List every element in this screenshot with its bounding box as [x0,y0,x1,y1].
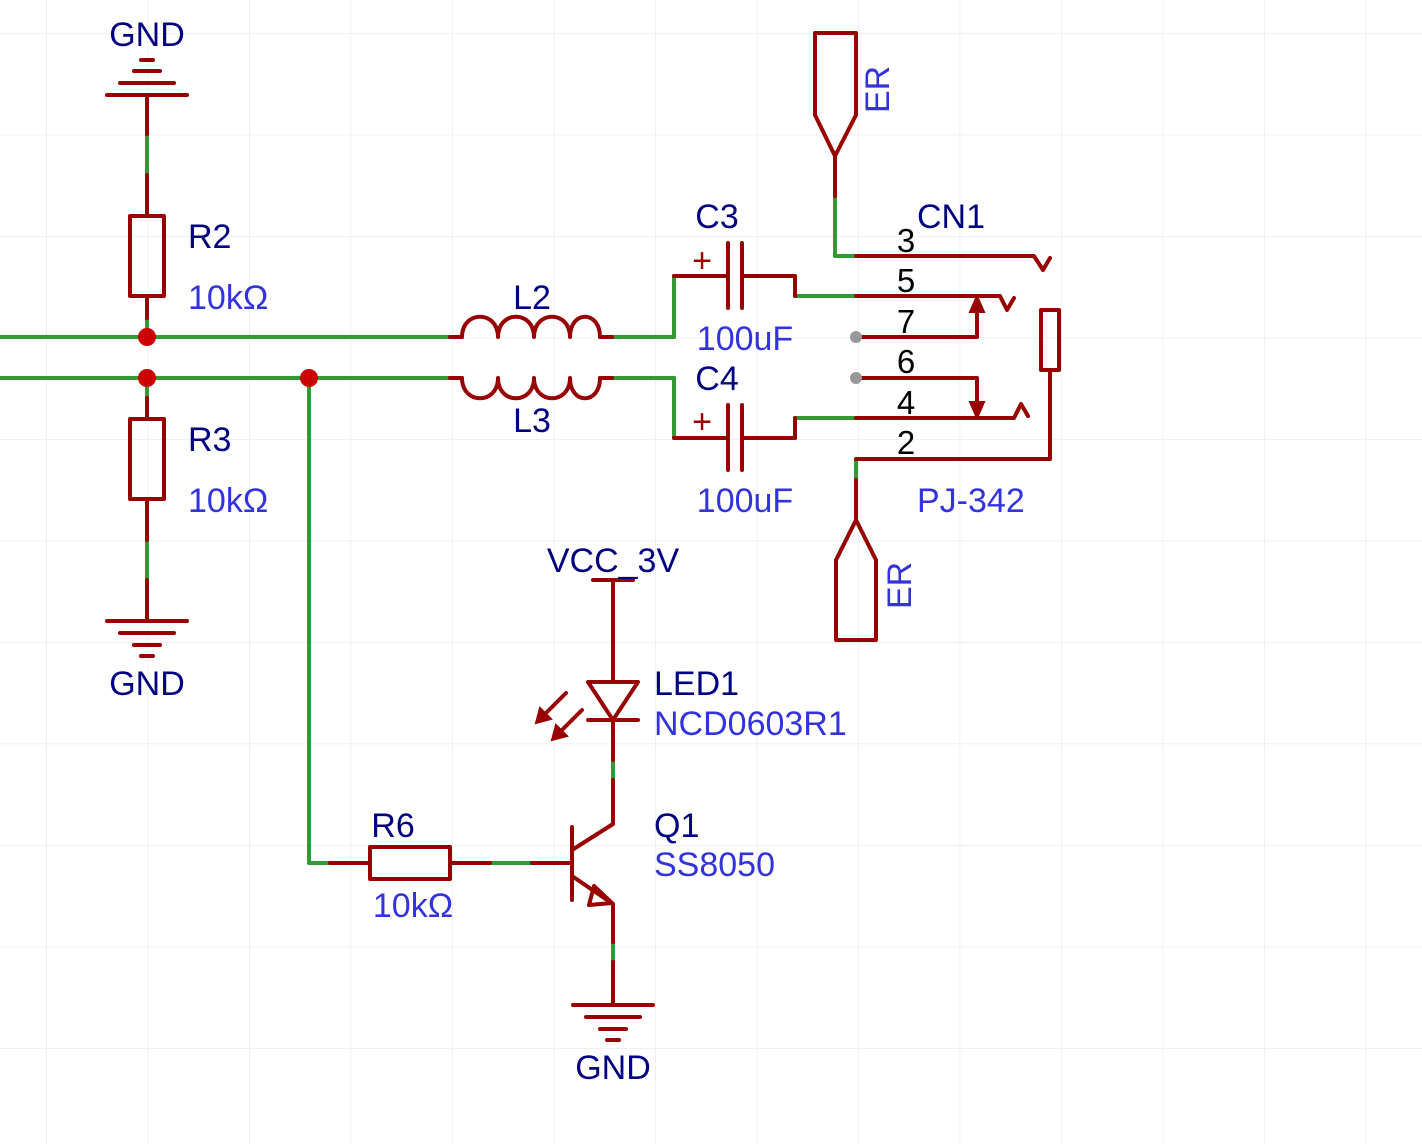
gnd-left-label: GND [109,665,185,703]
cn1-pin-7: 7 [897,303,915,340]
l2-ref: L2 [513,279,551,317]
junction-r3-lower-bus [138,369,156,387]
er-bottom-label: ER [881,562,919,609]
net-port-er-top[interactable] [813,31,858,198]
c3-value: 100uF [697,320,793,358]
r2-ref: R2 [188,218,231,256]
capacitor-c4[interactable] [672,403,797,472]
gnd-symbol-top[interactable] [105,58,189,136]
q1-value: SS8050 [654,846,775,884]
gnd-symbol-left[interactable] [105,578,189,658]
cn1-pin-5: 5 [897,262,915,299]
resistor-r2[interactable] [128,173,166,320]
c4-ref: C4 [695,360,738,398]
vcc-label: VCC_3V [547,542,680,580]
junction-r6-lower-bus [300,369,318,387]
inductor-l2[interactable] [448,314,614,339]
vcc-symbol[interactable] [591,578,635,682]
c4-polarity: + [692,403,712,441]
gnd-symbol-bottom[interactable] [571,960,655,1042]
r2-value: 10kΩ [188,279,268,317]
cn1-value: PJ-342 [917,482,1025,520]
gnd-bottom-label: GND [575,1049,651,1087]
er-top-label: ER [859,66,897,113]
junction-r2-upper-bus [138,328,156,346]
r6-ref: R6 [371,807,414,845]
cn1-pin7-nc-dot [850,331,862,343]
cn1-ref: CN1 [917,198,985,236]
r3-value: 10kΩ [188,482,268,520]
resistor-r6[interactable] [328,845,492,881]
transistor-q1[interactable] [530,778,615,944]
capacitor-c3[interactable] [672,241,797,310]
gnd-top-label: GND [109,16,185,54]
c3-ref: C3 [695,198,738,236]
l3-ref: L3 [513,402,551,440]
cn1-pin-4: 4 [897,384,915,421]
r3-ref: R3 [188,421,231,459]
led1-value: NCD0603R1 [654,705,847,743]
inductor-l3[interactable] [448,376,614,401]
led-led1[interactable] [534,680,640,762]
net-port-er-bottom[interactable] [834,478,878,642]
r6-value: 10kΩ [373,887,453,925]
wires [0,132,858,964]
cn1-pin6-nc-dot [850,372,862,384]
cn1-pin-2: 2 [897,424,915,461]
led1-ref: LED1 [654,665,739,703]
c4-value: 100uF [697,482,793,520]
cn1-pin-6: 6 [897,343,915,380]
q1-ref: Q1 [654,807,699,845]
c3-polarity: + [692,242,712,280]
connector-cn1[interactable] [854,254,1061,461]
cn1-pin-3: 3 [897,222,915,259]
resistor-r3[interactable] [128,396,166,542]
